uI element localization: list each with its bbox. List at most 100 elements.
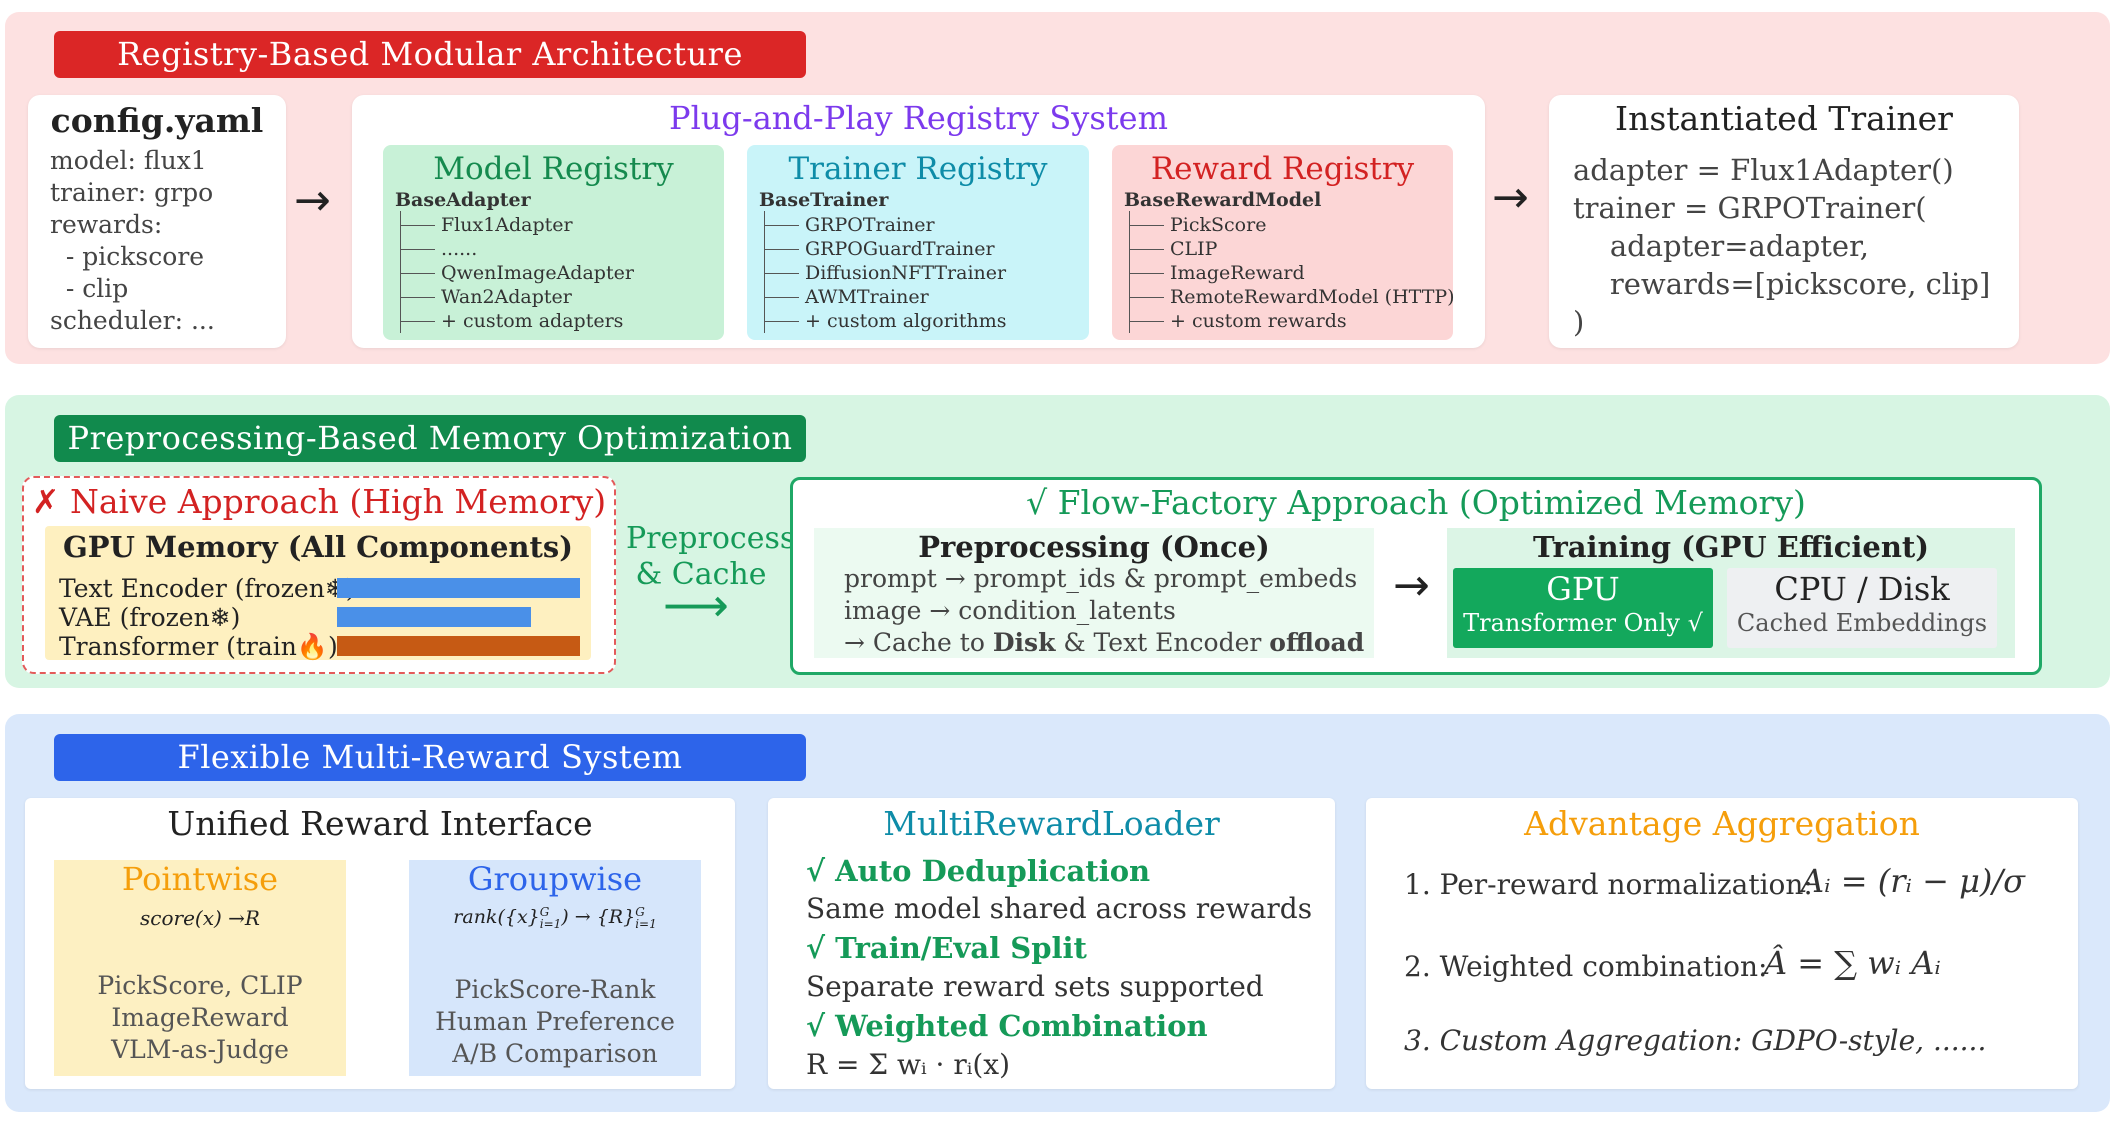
reward-registry: Reward Registry BaseRewardModel PickScor… [1112,145,1455,340]
preprocessing-title: Preprocessing (Once) [918,530,1270,564]
advantage-aggregation-title: Advantage Aggregation [1524,804,1920,843]
loader-features: √ Auto Deduplication Same model shared a… [806,852,1312,1084]
tree-item: RemoteRewardModel (HTTP) [1130,285,1455,309]
feature-description: R = Σ wᵢ · rᵢ(x) [806,1048,1010,1081]
flow-factory-title: √ Flow-Factory Approach (Optimized Memor… [1026,483,1806,522]
cpu-disk-title: CPU / Disk [1774,570,1950,608]
preprocess-to-train-arrow: → [1393,560,1430,611]
groupwise-item: Human Preference [435,1007,675,1036]
training-title: Training (GPU Efficient) [1532,530,1930,564]
weighted-combination-formula: Â = ∑ wᵢ Aᵢ [1764,944,1941,982]
pointwise-box: Pointwise score(x) →R PickScore, CLIP Im… [54,860,346,1076]
preprocessing-line: image → condition_latents [844,596,1176,625]
tree-item: Wan2Adapter [401,285,634,309]
config-line: - pickscore [50,242,205,271]
flow-factory-box: √ Flow-Factory Approach (Optimized Memor… [790,477,2042,675]
groupwise-item: PickScore-Rank [454,975,656,1004]
tree-item: GRPOGuardTrainer [765,237,1007,261]
advantage-aggregation-card: Advantage Aggregation 1. Per-reward norm… [1366,798,2078,1089]
registry-to-trainer-arrow: → [1492,172,1529,223]
trainer-code-line: rewards=[pickscore, clip] [1573,267,1991,301]
tree-item: AWMTrainer [765,285,1007,309]
trainer-code-line: adapter=adapter, [1573,229,1869,263]
memory-row-label: Text Encoder (frozen❄) [59,574,356,603]
tree-item: ...... [401,237,634,261]
encoder-text: & Text Encoder [1055,628,1270,657]
groupwise-title: Groupwise [467,860,643,898]
memory-bar [337,578,580,598]
gpu-box: GPU Transformer Only √ [1453,568,1713,648]
memory-bar [337,636,580,656]
preprocessing-box: Preprocessing (Once) prompt → prompt_ids… [814,528,1374,658]
formula-sub: i=1 [539,917,562,931]
instantiated-trainer-title: Instantiated Trainer [1615,99,1953,138]
trainer-registry-tree: BaseTrainer GRPOTrainer GRPOGuardTrainer… [759,189,1007,333]
unified-reward-title: Unified Reward Interface [167,804,593,843]
naive-approach-box: ✗ Naive Approach (High Memory) GPU Memor… [22,476,616,674]
model-registry-tree: BaseAdapter Flux1Adapter ...... QwenImag… [395,189,634,333]
cpu-disk-box: CPU / Disk Cached Embeddings [1727,568,1997,648]
tree-item: CLIP [1130,237,1455,261]
memory-section-title: Preprocessing-Based Memory Optimization [54,415,806,462]
cache-label: & Cache [635,557,767,592]
normalization-formula: Aᵢ = (rᵢ − μ)/σ [1801,862,2025,900]
gpu-memory-box: GPU Memory (All Components) Text Encoder… [45,526,591,661]
memory-row-label: Transformer (train🔥) [59,632,338,661]
training-box: Training (GPU Efficient) GPU Transformer… [1447,528,2015,658]
feature-heading: √ Train/Eval Split [806,931,1087,965]
base-trainer-label: BaseTrainer [759,189,889,211]
trainer-code: adapter = Flux1Adapter() trainer = GRPOT… [1573,151,1990,341]
tree-item: GRPOTrainer [765,213,1007,237]
feature-heading: √ Auto Deduplication [806,854,1151,888]
trainer-code-line: ) [1573,305,1585,339]
aggregation-step: 1. Per-reward normalization: [1404,868,1813,901]
config-card: config.yaml model: flux1 trainer: grpo r… [28,95,286,348]
preprocess-arrow: ⟶ [663,578,729,632]
reward-section-title: Flexible Multi-Reward System [54,734,806,781]
memory-row-label: VAE (frozen❄) [59,603,241,632]
tree-item: + custom rewards [1130,309,1455,333]
config-to-registry-arrow: → [294,175,331,226]
preprocessing-cache-line: → Cache to Disk & Text Encoder offload [844,627,1364,659]
instantiated-trainer-card: Instantiated Trainer adapter = Flux1Adap… [1549,95,2019,348]
feature-heading: √ Weighted Combination [806,1009,1208,1043]
config-line: model: flux1 [50,146,207,175]
formula-sup: G [539,905,550,919]
reward-registry-title: Reward Registry [1150,151,1415,187]
config-line: trainer: grpo [50,178,214,207]
tree-item: Flux1Adapter [401,213,634,237]
gpu-title: GPU [1546,570,1620,608]
architecture-section-title: Registry-Based Modular Architecture [54,31,806,78]
tree-item: + custom algorithms [765,309,1007,333]
tree-item: PickScore [1130,213,1455,237]
multi-reward-loader-title: MultiRewardLoader [883,804,1220,843]
pointwise-item: VLM-as-Judge [111,1035,289,1064]
cache-text: → Cache to [844,628,993,657]
config-title: config.yaml [50,101,264,140]
registry-system-card: Plug-and-Play Registry System Model Regi… [352,95,1485,348]
model-registry-title: Model Registry [433,151,674,187]
multi-reward-loader-card: MultiRewardLoader √ Auto Deduplication S… [768,798,1335,1089]
tree-item: + custom adapters [401,309,634,333]
feature-description: Separate reward sets supported [806,970,1264,1003]
config-line: scheduler: ... [50,306,215,335]
model-registry: Model Registry BaseAdapter Flux1Adapter … [383,145,724,340]
memory-bar [337,607,531,627]
config-line: - clip [50,274,129,303]
pointwise-item: PickScore, CLIP [97,971,303,1000]
memory-bars [337,578,580,666]
groupwise-formula-a: rank({x} [453,906,540,928]
pointwise-items: PickScore, CLIP ImageReward VLM-as-Judge [54,970,346,1066]
gpu-subtitle: Transformer Only √ [1463,609,1703,637]
tree-item: ImageReward [1130,261,1455,285]
base-reward-model-label: BaseRewardModel [1124,189,1322,211]
preprocessing-line: prompt → prompt_ids & prompt_embeds [844,564,1358,593]
pointwise-title: Pointwise [121,860,279,898]
registry-system-title: Plug-and-Play Registry System [669,99,1168,137]
disk-text: Disk [992,628,1056,657]
gpu-memory-title: GPU Memory (All Components) [63,530,573,564]
cpu-disk-subtitle: Cached Embeddings [1736,609,1988,637]
tree-item: QwenImageAdapter [401,261,634,285]
